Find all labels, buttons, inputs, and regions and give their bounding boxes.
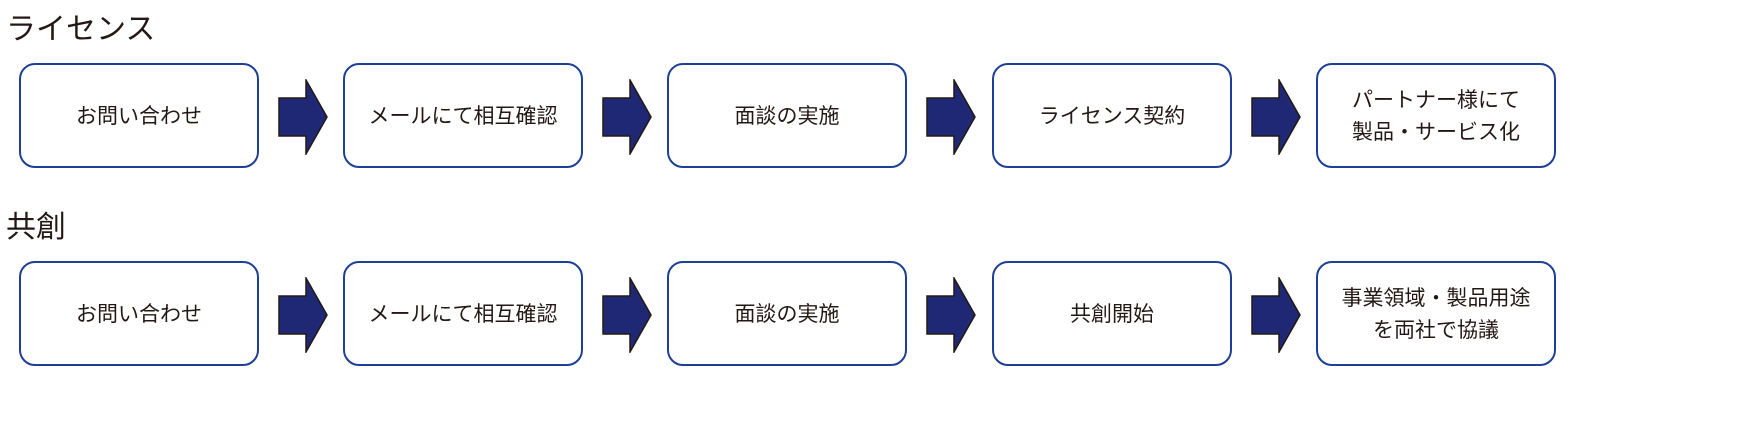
right-arrow-icon <box>278 277 328 353</box>
step-label: お問い合わせ <box>76 301 202 326</box>
step-box: お問い合わせ <box>19 63 259 168</box>
flow-title: 共創 <box>6 210 66 245</box>
step-box: 面談の実施 <box>667 261 907 366</box>
step-label: 共創開始 <box>1070 301 1154 326</box>
right-arrow-icon <box>602 79 652 155</box>
right-arrow-icon <box>1251 79 1301 155</box>
step-box: お問い合わせ <box>19 261 259 366</box>
step-label: メールにて相互確認 <box>368 301 558 326</box>
step-box: メールにて相互確認 <box>343 261 583 366</box>
step-label: メールにて相互確認 <box>368 103 558 128</box>
step-box: 面談の実施 <box>667 63 907 168</box>
step-label: パートナー様にて 製品・サービス化 <box>1352 87 1520 144</box>
step-label: 事業領域・製品用途 を両社で協議 <box>1341 285 1531 342</box>
step-box: 事業領域・製品用途 を両社で協議 <box>1316 261 1556 366</box>
step-label: ライセンス契約 <box>1038 103 1186 128</box>
right-arrow-icon <box>278 79 328 155</box>
step-label: お問い合わせ <box>76 103 202 128</box>
right-arrow-icon <box>926 79 976 155</box>
step-box: 共創開始 <box>992 261 1232 366</box>
right-arrow-icon <box>926 277 976 353</box>
right-arrow-icon <box>1251 277 1301 353</box>
step-label: 面談の実施 <box>734 103 840 128</box>
step-box: ライセンス契約 <box>992 63 1232 168</box>
right-arrow-icon <box>602 277 652 353</box>
step-label: 面談の実施 <box>734 301 840 326</box>
step-box: パートナー様にて 製品・サービス化 <box>1316 63 1556 168</box>
flow-title: ライセンス <box>6 12 156 47</box>
step-box: メールにて相互確認 <box>343 63 583 168</box>
